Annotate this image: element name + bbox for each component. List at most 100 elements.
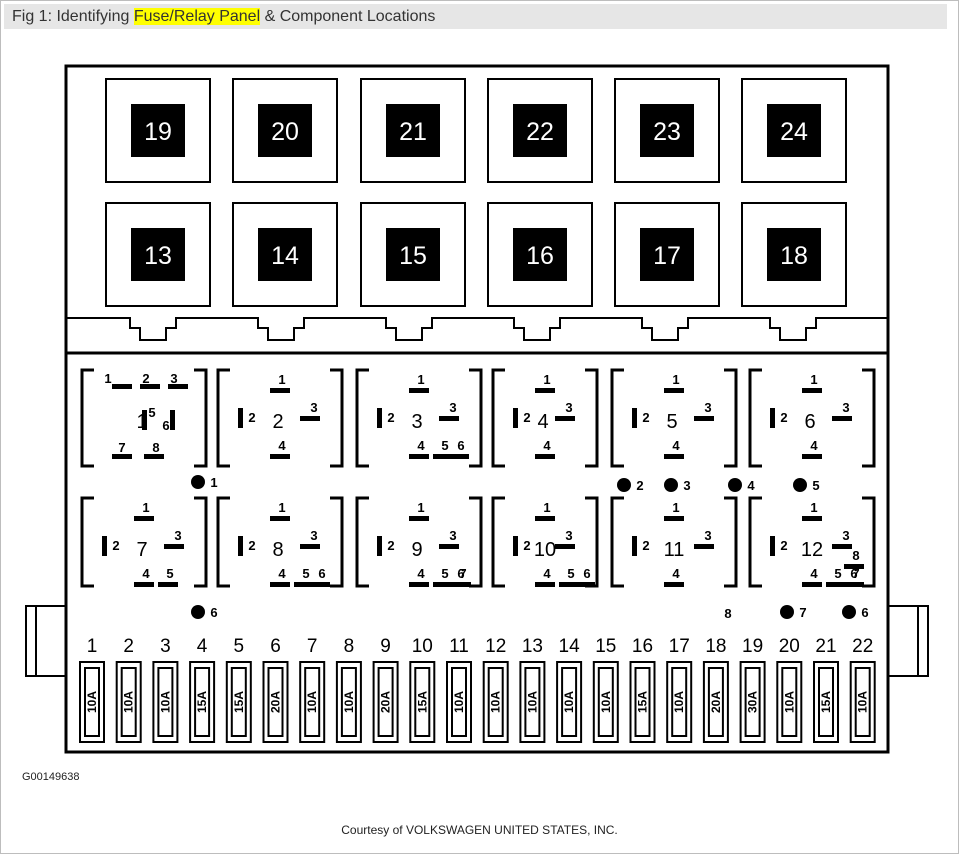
relay-pin [802,516,822,521]
relay-pin [112,384,132,389]
fuse-number: 1 [87,636,98,657]
relay-pin [409,388,429,393]
relay-pin [535,516,555,521]
fuse-element [230,667,247,737]
relay-position-number: 3 [411,411,422,433]
relay-pin [294,582,314,587]
relay-pin-label: 7 [118,440,125,455]
relay-pin-label: 8 [852,548,859,563]
relay-pin-label: 1 [543,372,550,387]
relay-socket-number: 13 [144,242,172,270]
relay-socket-16: 16 [487,202,593,307]
relay-pin-label: 2 [112,538,119,553]
relay-pin-label: 2 [387,538,394,553]
relay-pin-label: 1 [142,500,149,515]
connector-point-label: 6 [210,605,217,620]
fuse-rating: 15A [232,691,246,713]
relay-socket-block [258,228,312,281]
fuse-number: 16 [632,636,653,657]
fuse-rating: 10A [158,691,172,713]
connector-point-dot [793,478,807,492]
relay-pin-label: 2 [780,538,787,553]
fuse-number: 17 [669,636,690,657]
relay-position-number: 2 [272,411,283,433]
relay-socket-19: 19 [105,78,211,183]
relay-pin-label: 6 [457,438,464,453]
relay-socket-block [258,104,312,157]
relay-socket-block [640,104,694,157]
figure-header: Fig 1: Identifying Fuse/Relay Panel & Co… [4,4,947,29]
fuse-rating: 15A [415,691,429,713]
relay-pin-label: 3 [565,400,572,415]
relay-pin-label: 7 [459,566,466,581]
fuse-element [854,667,871,737]
relay-socket-block [131,228,185,281]
relay-socket-24: 24 [741,78,847,183]
fuse-element [561,667,578,737]
relay-pin-label: 1 [278,372,285,387]
relay-pin [270,516,290,521]
fuse-rating: 10A [452,691,466,713]
fuse-element [487,667,504,737]
relay-pin [832,544,852,549]
connector-point-label: 6 [861,605,868,620]
fuse-rating: 10A [562,691,576,713]
figure-code: G00149638 [22,771,80,783]
relay-position-bracket [491,368,599,468]
relay-pin [238,536,243,556]
relay-pin [632,408,637,428]
relay-pin [377,536,382,556]
relay-pin [844,564,864,569]
fuse-rating: 10A [489,691,503,713]
fuse-rating: 10A [122,691,136,713]
relay-pin-label: 3 [449,528,456,543]
relay-pin [664,454,684,459]
fuse-element [818,667,834,737]
relay-pin [451,582,471,587]
fuse-number: 2 [123,636,134,657]
relay-position-bracket [610,368,738,468]
connector-point-label: 2 [636,478,643,493]
relay-position-bracket [355,368,483,468]
relay-pin-label: 3 [565,528,572,543]
relay-pin-label: 2 [780,410,787,425]
relay-pin-label: 4 [278,566,286,581]
fuse-number: 20 [779,636,800,657]
relay-pin-label: 6 [318,566,325,581]
relay-pin-label: 2 [523,538,530,553]
fuse-rating: 15A [195,691,209,713]
connector-point-3: 3 [664,478,691,493]
relay-pin-label: 1 [417,372,424,387]
relay-pin-label: 4 [543,566,551,581]
relay-pin [664,516,684,521]
relay-pin [535,388,555,393]
relay-pin [439,416,459,421]
relay-position-bracket [216,368,344,468]
fuse-number: 9 [380,636,391,657]
relay-socket-number: 17 [653,242,681,270]
relay-pin-label: 3 [842,528,849,543]
relay-socket-number: 20 [271,118,299,146]
fuse-number: 4 [197,636,208,657]
relay-pin [802,388,822,393]
fuse-element [194,667,211,737]
connector-point-1: 1 [191,475,218,490]
courtesy-note: Courtesy of VOLKSWAGEN UNITED STATES, IN… [341,823,618,837]
relay-pin-label: 4 [417,438,425,453]
relay-socket-number: 22 [526,118,554,146]
fuse-2: 2 10A [115,636,142,743]
relay-pin-label: 1 [810,372,817,387]
fuse-element [744,667,761,737]
